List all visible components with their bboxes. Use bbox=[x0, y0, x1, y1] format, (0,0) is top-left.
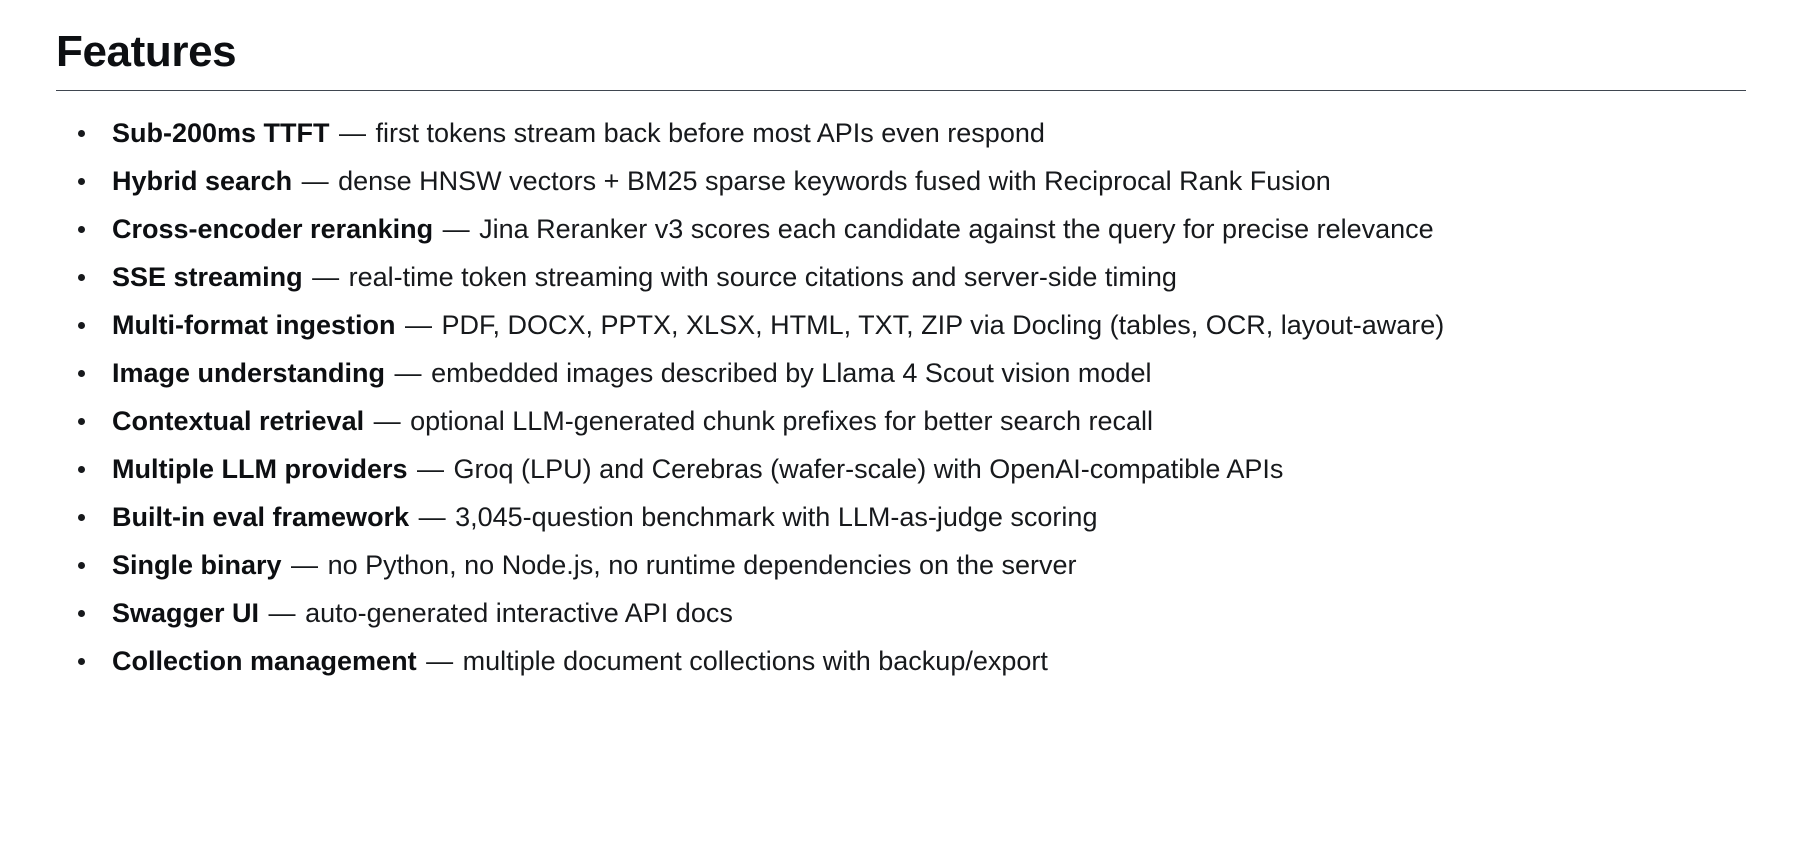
feature-separator: — bbox=[387, 358, 430, 389]
feature-separator: — bbox=[397, 310, 440, 341]
title-divider bbox=[56, 90, 1746, 92]
feature-description: auto-generated interactive API docs bbox=[305, 598, 733, 629]
list-item: Cross-encoder reranking — Jina Reranker … bbox=[56, 213, 1746, 245]
feature-description: real-time token streaming with source ci… bbox=[348, 262, 1177, 293]
feature-description: PDF, DOCX, PPTX, XLSX, HTML, TXT, ZIP vi… bbox=[441, 310, 1445, 341]
bullet-icon bbox=[78, 562, 85, 570]
feature-description: optional LLM-generated chunk prefixes fo… bbox=[410, 406, 1154, 437]
feature-description: 3,045-question benchmark with LLM-as-jud… bbox=[455, 502, 1098, 533]
bullet-icon bbox=[78, 514, 85, 522]
bullet-icon bbox=[78, 226, 85, 234]
bullet-icon bbox=[78, 370, 85, 378]
bullet-icon bbox=[78, 274, 85, 282]
feature-separator: — bbox=[435, 214, 478, 245]
feature-description: multiple document collections with backu… bbox=[462, 646, 1048, 677]
feature-description: no Python, no Node.js, no runtime depend… bbox=[327, 550, 1077, 581]
list-item: Hybrid search — dense HNSW vectors + BM2… bbox=[56, 165, 1746, 197]
list-item: Collection management — multiple documen… bbox=[56, 645, 1746, 677]
list-item: Image understanding — embedded images de… bbox=[56, 357, 1746, 389]
feature-separator: — bbox=[283, 550, 326, 581]
feature-term: Multi-format ingestion bbox=[112, 310, 396, 341]
bullet-icon bbox=[78, 322, 85, 330]
feature-separator: — bbox=[331, 118, 374, 149]
feature-term: Cross-encoder reranking bbox=[112, 214, 434, 245]
feature-separator: — bbox=[304, 262, 347, 293]
feature-term: SSE streaming bbox=[112, 262, 303, 293]
list-item: Swagger UI — auto-generated interactive … bbox=[56, 597, 1746, 629]
feature-separator: — bbox=[409, 454, 452, 485]
feature-separator: — bbox=[261, 598, 304, 629]
feature-term: Image understanding bbox=[112, 358, 386, 389]
feature-separator: — bbox=[366, 406, 409, 437]
list-item: Sub-200ms TTFT — first tokens stream bac… bbox=[56, 117, 1746, 149]
list-item: Multiple LLM providers — Groq (LPU) and … bbox=[56, 453, 1746, 485]
list-item: Single binary — no Python, no Node.js, n… bbox=[56, 549, 1746, 581]
bullet-icon bbox=[78, 418, 85, 426]
bullet-icon bbox=[78, 178, 85, 186]
feature-term: Hybrid search bbox=[112, 166, 293, 197]
bullet-icon bbox=[78, 610, 85, 618]
feature-term: Single binary bbox=[112, 550, 282, 581]
page-title: Features bbox=[56, 27, 237, 76]
list-item: Contextual retrieval — optional LLM-gene… bbox=[56, 405, 1746, 437]
feature-term: Collection management bbox=[112, 646, 417, 677]
feature-term: Built-in eval framework bbox=[112, 502, 410, 533]
list-item: Built-in eval framework — 3,045-question… bbox=[56, 501, 1746, 533]
feature-term: Multiple LLM providers bbox=[112, 454, 408, 485]
list-item: Multi-format ingestion — PDF, DOCX, PPTX… bbox=[56, 309, 1746, 341]
feature-separator: — bbox=[411, 502, 454, 533]
bullet-icon bbox=[78, 130, 85, 138]
feature-description: embedded images described by Llama 4 Sco… bbox=[431, 358, 1152, 389]
feature-description: first tokens stream back before most API… bbox=[375, 118, 1045, 149]
feature-term: Contextual retrieval bbox=[112, 406, 365, 437]
bullet-icon bbox=[78, 466, 85, 474]
feature-description: Jina Reranker v3 scores each candidate a… bbox=[479, 214, 1434, 245]
feature-list: Sub-200ms TTFT — first tokens stream bac… bbox=[56, 117, 1746, 677]
feature-separator: — bbox=[418, 646, 461, 677]
bullet-icon bbox=[78, 658, 85, 666]
feature-separator: — bbox=[294, 166, 337, 197]
feature-description: Groq (LPU) and Cerebras (wafer-scale) wi… bbox=[453, 454, 1284, 485]
list-item: SSE streaming — real-time token streamin… bbox=[56, 261, 1746, 293]
feature-term: Sub-200ms TTFT bbox=[112, 118, 330, 149]
feature-term: Swagger UI bbox=[112, 598, 260, 629]
feature-description: dense HNSW vectors + BM25 sparse keyword… bbox=[338, 166, 1331, 197]
